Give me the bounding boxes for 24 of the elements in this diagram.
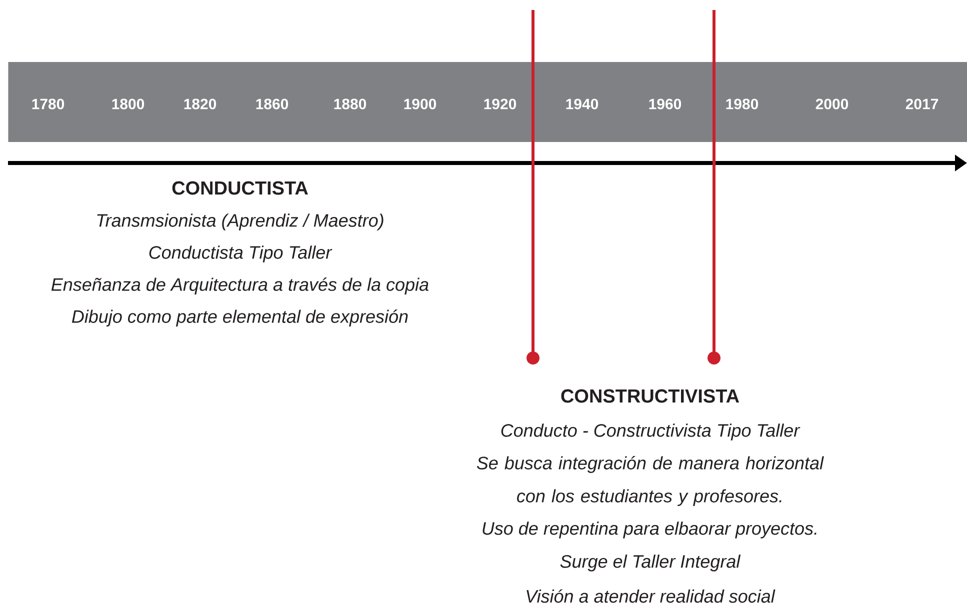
year-label: 1860 [256, 98, 288, 110]
description-text: Dibujo como parte elemental de expresión [72, 310, 408, 326]
year-label: 1880 [334, 98, 366, 110]
year-band [8, 62, 967, 142]
description-text: Uso de repentina para elbaorar proyectos. [482, 522, 816, 538]
year-label: 1780 [32, 98, 64, 110]
year-label: 2000 [816, 98, 848, 110]
description-text: Conducto - Constructivista Tipo Taller [501, 424, 800, 440]
year-label: 1920 [484, 98, 516, 110]
year-label: 1820 [184, 98, 216, 110]
year-label: 1800 [112, 98, 144, 110]
year-label: 1940 [566, 98, 598, 110]
description-text: Enseñanza de Arquitectura a través de la copia [51, 278, 428, 294]
year-label: 1980 [726, 98, 758, 110]
section-heading: CONDUCTISTA [172, 181, 308, 195]
year-label: 1960 [649, 98, 682, 110]
section-heading: CONSTRUCTIVISTA [561, 389, 740, 403]
description-text: Se busca integración de manera horizontal con los estudiantes y profesores. [476, 456, 824, 506]
description-text: Transmsionista (Aprendiz / Maestro) [97, 214, 384, 230]
year-label: 2017 [906, 98, 938, 110]
year-label: 1900 [404, 98, 436, 110]
description-text: Conductista Tipo Taller [149, 246, 332, 262]
description-text: Surge el Taller Integral [560, 554, 741, 572]
description-text: Visión a atender realidad social [526, 589, 776, 603]
